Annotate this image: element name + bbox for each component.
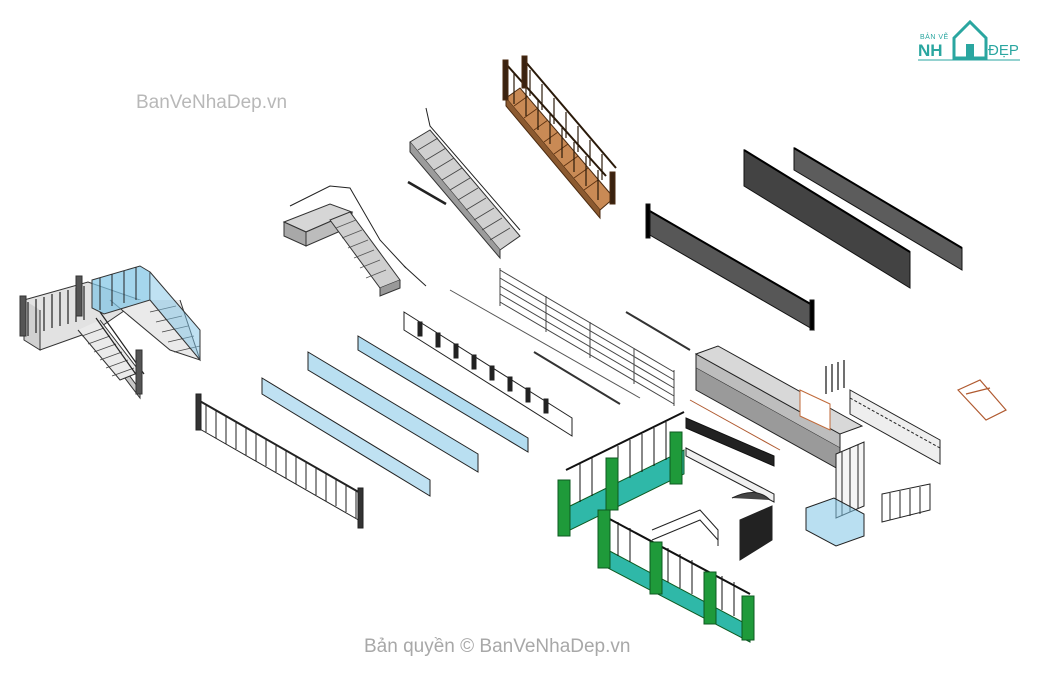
glass-railing-4 (261, 377, 431, 497)
logo-big-text: NH (918, 41, 943, 60)
brand-logo: BẢN VẼ NH ĐẸP (916, 14, 1024, 64)
glass-railing-3 (307, 351, 479, 473)
l-shaped-railing-small (651, 509, 719, 546)
curved-railing-segment (685, 447, 775, 561)
logo-suffix-text: ĐẸP (988, 42, 1019, 59)
vertical-bar-railing-1 (743, 149, 911, 289)
logo-small-text: BẢN VẼ (920, 34, 949, 41)
glass-corner-unit (805, 497, 865, 547)
watermark-top: BanVeNhaDep.vn (136, 92, 288, 113)
green-fence-2 (597, 509, 755, 643)
metal-railing-long (645, 203, 815, 331)
watermark-bottom: Bản quyền © BanVeNhaDep.vn (364, 636, 631, 657)
glass-railing-1 (403, 311, 573, 437)
dark-beam (685, 417, 775, 467)
l-shaped-staircase-glass-railing (19, 265, 201, 400)
corner-railing-panel (835, 441, 865, 519)
green-fence-1 (557, 411, 685, 537)
house-icon (918, 19, 1020, 61)
straight-staircase (407, 107, 521, 260)
plan-outline-orange (956, 379, 1007, 421)
wooden-staircase (502, 55, 617, 220)
glass-railing-2 (357, 335, 529, 453)
concrete-staircase (282, 185, 427, 297)
wall-section-with-railing (689, 345, 864, 471)
balcony-railing-small (881, 483, 931, 523)
picket-railing (195, 393, 364, 529)
handrail-detail-labels (533, 311, 691, 405)
vertical-bar-railing-2 (793, 147, 963, 271)
small-gate (825, 360, 845, 394)
ornamental-railing (849, 389, 941, 465)
cable-railing (449, 268, 675, 406)
